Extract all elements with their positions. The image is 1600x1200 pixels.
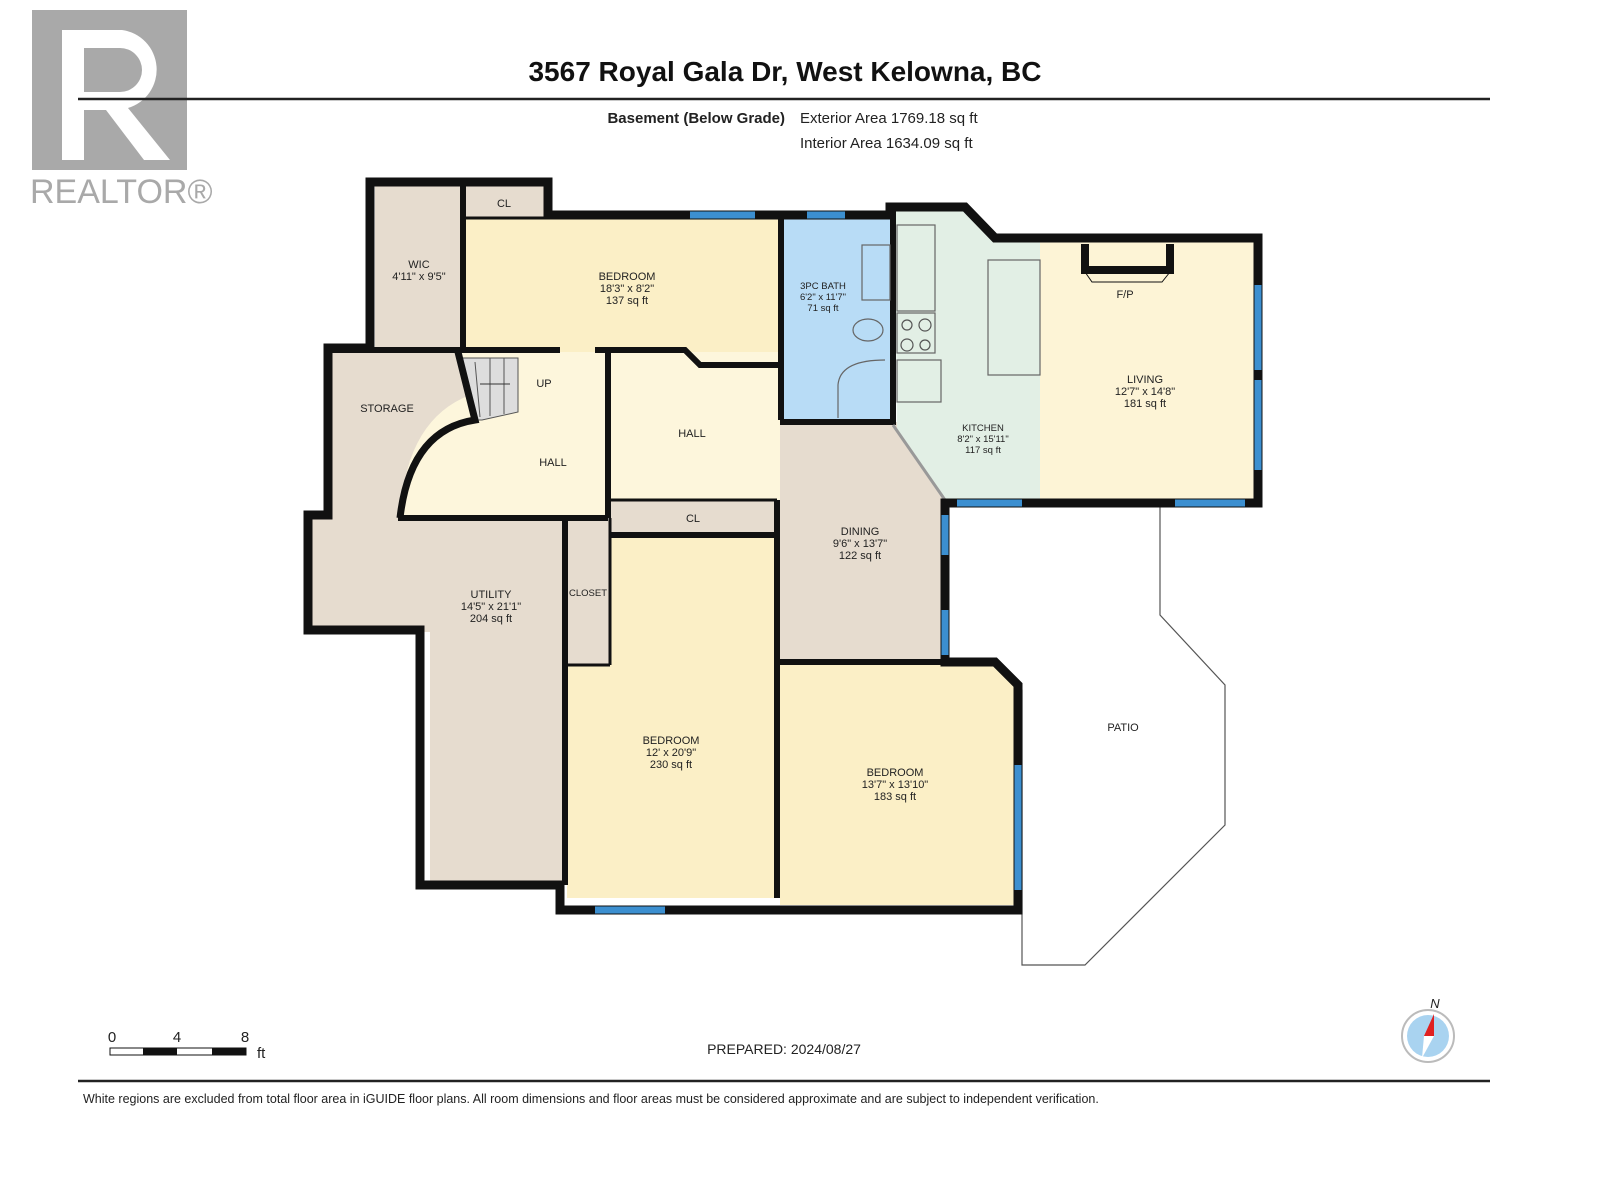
bedroom3-label: BEDROOM xyxy=(867,767,924,779)
realtor-logo: REALTOR® xyxy=(30,10,213,211)
cl-top-label: CL xyxy=(497,198,511,210)
bath-dims: 6'2" x 11'7" xyxy=(800,292,846,303)
dining-dims: 9'6" x 13'7" xyxy=(833,538,887,550)
living-area: 181 sq ft xyxy=(1124,398,1166,410)
bedroom2-label: BEDROOM xyxy=(643,735,700,747)
bedroom3-room xyxy=(780,665,1018,905)
exterior-area: Exterior Area 1769.18 sq ft xyxy=(800,110,978,127)
utility-dims: 14'5" x 21'1" xyxy=(461,601,521,613)
room-fills xyxy=(310,185,1255,966)
bedroom2-dims: 12' x 20'9" xyxy=(646,747,696,759)
room-labels: WIC 4'11" x 9'5" CL BEDROOM 18'3" x 8'2"… xyxy=(360,198,1175,803)
hall2-room xyxy=(610,352,780,500)
bedroom3-dims: 13'7" x 13'10" xyxy=(862,779,929,791)
living-room xyxy=(1040,240,1255,500)
dining-label: DINING xyxy=(841,526,880,538)
hall2-label: HALL xyxy=(678,428,706,440)
kitchen-room xyxy=(895,210,1040,500)
bath-area: 71 sq ft xyxy=(807,303,839,314)
fireplace-label: F/P xyxy=(1116,289,1133,301)
utility-room xyxy=(310,518,565,885)
bedroom2-area: 230 sq ft xyxy=(650,759,692,771)
exterior-walls xyxy=(303,177,1263,915)
storage-room xyxy=(330,350,470,518)
dining-room xyxy=(780,422,945,662)
bedroom1-label: BEDROOM xyxy=(599,271,656,283)
cl-top-room xyxy=(465,185,545,218)
utility-label: UTILITY xyxy=(471,589,513,601)
bedroom1-room xyxy=(465,218,781,363)
utility-area: 204 sq ft xyxy=(470,613,512,625)
hall1-label: HALL xyxy=(539,457,567,469)
wic-dims: 4'11" x 9'5" xyxy=(392,271,445,283)
scale-bar: 0 4 8 ft xyxy=(108,1029,266,1062)
scale-unit: ft xyxy=(257,1045,266,1062)
footer-disclaimer: White regions are excluded from total fl… xyxy=(83,1092,1099,1106)
bedroom3-area: 183 sq ft xyxy=(874,791,916,803)
closet-room xyxy=(567,520,610,665)
bath-label: 3PC BATH xyxy=(800,281,846,292)
living-dims: 12'7" x 14'8" xyxy=(1115,386,1175,398)
stairs-up-label: UP xyxy=(536,378,551,390)
scale-tick-8: 8 xyxy=(241,1029,249,1046)
living-label: LIVING xyxy=(1127,374,1163,386)
prepared-date: PREPARED: 2024/08/27 xyxy=(707,1041,861,1057)
storage-label: STORAGE xyxy=(360,403,414,415)
logo-text: REALTOR® xyxy=(30,173,213,211)
level-label: Basement (Below Grade) xyxy=(607,110,785,127)
wic-label: WIC xyxy=(408,259,429,271)
dining-area: 122 sq ft xyxy=(839,550,881,562)
scale-tick-0: 0 xyxy=(108,1029,116,1046)
windows xyxy=(595,211,1262,914)
bedroom2-room xyxy=(567,538,777,898)
cl-mid-label: CL xyxy=(686,513,700,525)
bedroom1-dims: 18'3" x 8'2" xyxy=(600,283,654,295)
kitchen-area: 117 sq ft xyxy=(965,445,1001,456)
wic-room xyxy=(375,185,463,350)
closet-label: CLOSET xyxy=(569,588,607,599)
hall1-room xyxy=(400,352,608,518)
patio-label: PATIO xyxy=(1107,722,1139,734)
interior-walls xyxy=(330,185,1174,898)
kitchen-label: KITCHEN xyxy=(962,423,1004,434)
scale-tick-4: 4 xyxy=(173,1029,181,1046)
bedroom1-area: 137 sq ft xyxy=(606,295,648,307)
page-title: 3567 Royal Gala Dr, West Kelowna, BC xyxy=(528,56,1041,87)
compass-icon: N xyxy=(1401,996,1455,1063)
interior-area: Interior Area 1634.09 sq ft xyxy=(800,135,973,152)
cl-mid-room xyxy=(610,500,777,536)
compass-north-label: N xyxy=(1430,996,1440,1011)
kitchen-dims: 8'2" x 15'11" xyxy=(957,434,1008,445)
